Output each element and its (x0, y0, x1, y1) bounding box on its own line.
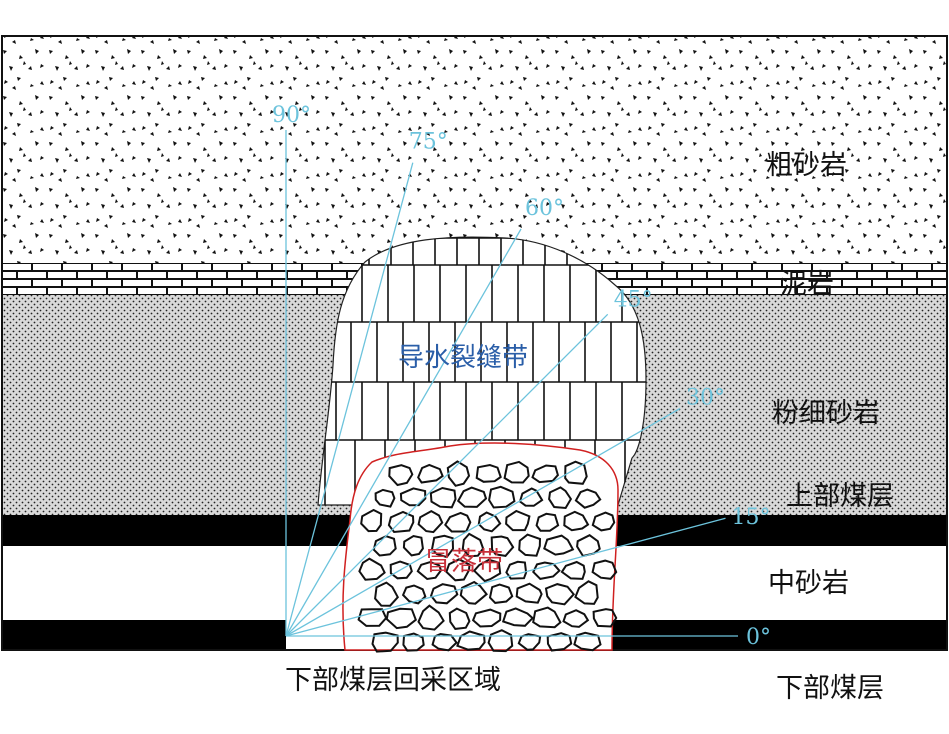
rubble-stone (446, 460, 471, 487)
rubble-stone (591, 559, 618, 580)
lower-coal-layer (2, 620, 286, 650)
rubble-stone (562, 609, 590, 628)
angle-line-30 (285, 407, 681, 637)
rubble-stone (573, 631, 602, 652)
fine-sandstone-label: 粉细砂岩 (772, 398, 880, 429)
rubble-stone (459, 580, 488, 605)
rubble-stone (505, 509, 531, 532)
mining-area-label: 下部煤层回采区域 (285, 665, 501, 696)
rubble-stone (360, 508, 383, 533)
angle-label-30: 30° (686, 386, 725, 411)
angle-line-60 (285, 228, 522, 637)
coarse-sandstone-texture (2, 36, 947, 263)
lower-coal-label: 下部煤层 (776, 673, 884, 704)
rubble-stone (591, 511, 616, 532)
rubble-stone (487, 629, 514, 653)
labels: 粗砂岩 泥岩 粉细砂岩 上部煤层 中砂岩 下部煤层 下部煤层回采区域 导水裂缝带… (285, 150, 894, 704)
rubble-stone (532, 561, 561, 580)
rubble-stone (475, 463, 502, 483)
mudstone-label: 泥岩 (780, 269, 834, 300)
rubble-stone (416, 560, 443, 581)
coarse-sandstone-label: 粗砂岩 (766, 150, 847, 181)
rubble-stone (472, 558, 502, 583)
rubble-stone (374, 581, 400, 607)
rubble-stone (417, 509, 444, 534)
angle-label-90: 90° (272, 103, 311, 128)
rubble-stone (471, 608, 502, 628)
rubble-stone (461, 532, 485, 558)
rubble-stone (417, 604, 445, 631)
rubble-stone (456, 630, 486, 651)
angle-label-15: 15° (732, 505, 771, 530)
rubble-stone (448, 607, 471, 630)
rubble-stone (417, 463, 444, 484)
angle-line-75 (285, 162, 414, 637)
rubble-stone (372, 535, 397, 557)
rubble-stone (387, 510, 415, 534)
medium-sandstone-label: 中砂岩 (768, 568, 849, 599)
rubble-stone (563, 510, 590, 532)
rubble-stone (560, 560, 586, 580)
rubble-stone (402, 534, 424, 557)
rubble-stone (535, 512, 560, 532)
rubble-stone (574, 580, 599, 605)
caving-zone (342, 442, 619, 653)
rubble-stone (431, 632, 458, 652)
rubble-stones (357, 460, 618, 653)
rubble-stone (531, 464, 560, 484)
rubble-stone (592, 608, 618, 628)
angle-lines: 90° 75° 60° 45° 30° 15° 0° (272, 103, 771, 650)
angle-label-75: 75° (409, 130, 448, 155)
rubble-stone (488, 583, 514, 604)
rubble-stone (374, 488, 396, 508)
rubble-stone (518, 487, 544, 507)
rubble-stone (488, 485, 516, 509)
rubble-stone (518, 533, 542, 557)
caving-zone-label: 冒落带 (425, 547, 503, 577)
angle-label-45: 45° (614, 287, 653, 312)
rubble-stone (574, 488, 602, 509)
rubble-stone (357, 608, 388, 627)
angle-line-45 (285, 313, 609, 637)
rubble-stone (401, 584, 427, 605)
rubble-stone (358, 557, 386, 581)
rubble-stone (543, 534, 575, 556)
fracture-zone-label: 导水裂缝带 (398, 343, 528, 373)
rubble-stone (548, 486, 573, 510)
rubble-stone (429, 583, 459, 605)
rubble-stone (371, 631, 399, 653)
upper-coal-label: 上部煤层 (786, 481, 894, 512)
rubble-stone (445, 558, 471, 582)
rubble-stone (385, 607, 417, 630)
rubble-stone (429, 486, 457, 509)
rubble-stone (505, 560, 528, 580)
angle-label-0: 0° (746, 625, 771, 650)
rubble-stone (430, 534, 455, 559)
angle-label-60: 60° (525, 196, 564, 221)
rubble-stone (490, 535, 515, 557)
rubble-stone (501, 607, 535, 627)
rubble-stone (389, 560, 413, 580)
lower-coal-layer-right (612, 620, 947, 650)
rubble-stone (444, 511, 472, 533)
rubble-stone (544, 583, 576, 606)
rubble-stone (532, 606, 562, 629)
rubble-stone (515, 582, 543, 604)
rubble-stone (503, 460, 530, 484)
angle-line-15 (285, 517, 726, 637)
rubble-stone (388, 464, 414, 487)
rubble-stone (456, 486, 488, 508)
rubble-stone (402, 632, 425, 652)
